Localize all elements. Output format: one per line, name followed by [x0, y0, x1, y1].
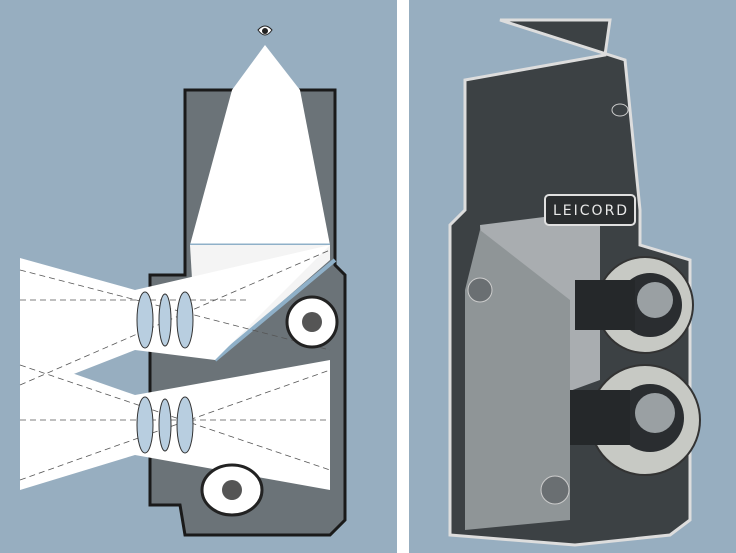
- cutaway-camera: LEICORD: [448, 18, 701, 547]
- taking-and-viewing-lenses: [136, 291, 194, 454]
- viewing-light-cone: [232, 45, 300, 90]
- panel-divider: [397, 0, 409, 553]
- upper-light-rays: [20, 258, 135, 395]
- lower-light-rays: [20, 355, 135, 490]
- cross-section-diagram: [19, 25, 347, 537]
- knob-upper: [467, 277, 493, 303]
- nameplate-text: LEICORD: [553, 203, 629, 219]
- logo-emblem: [611, 103, 629, 117]
- mirror: [213, 258, 337, 362]
- nameplate: [544, 194, 636, 226]
- knob-lower: [540, 475, 570, 505]
